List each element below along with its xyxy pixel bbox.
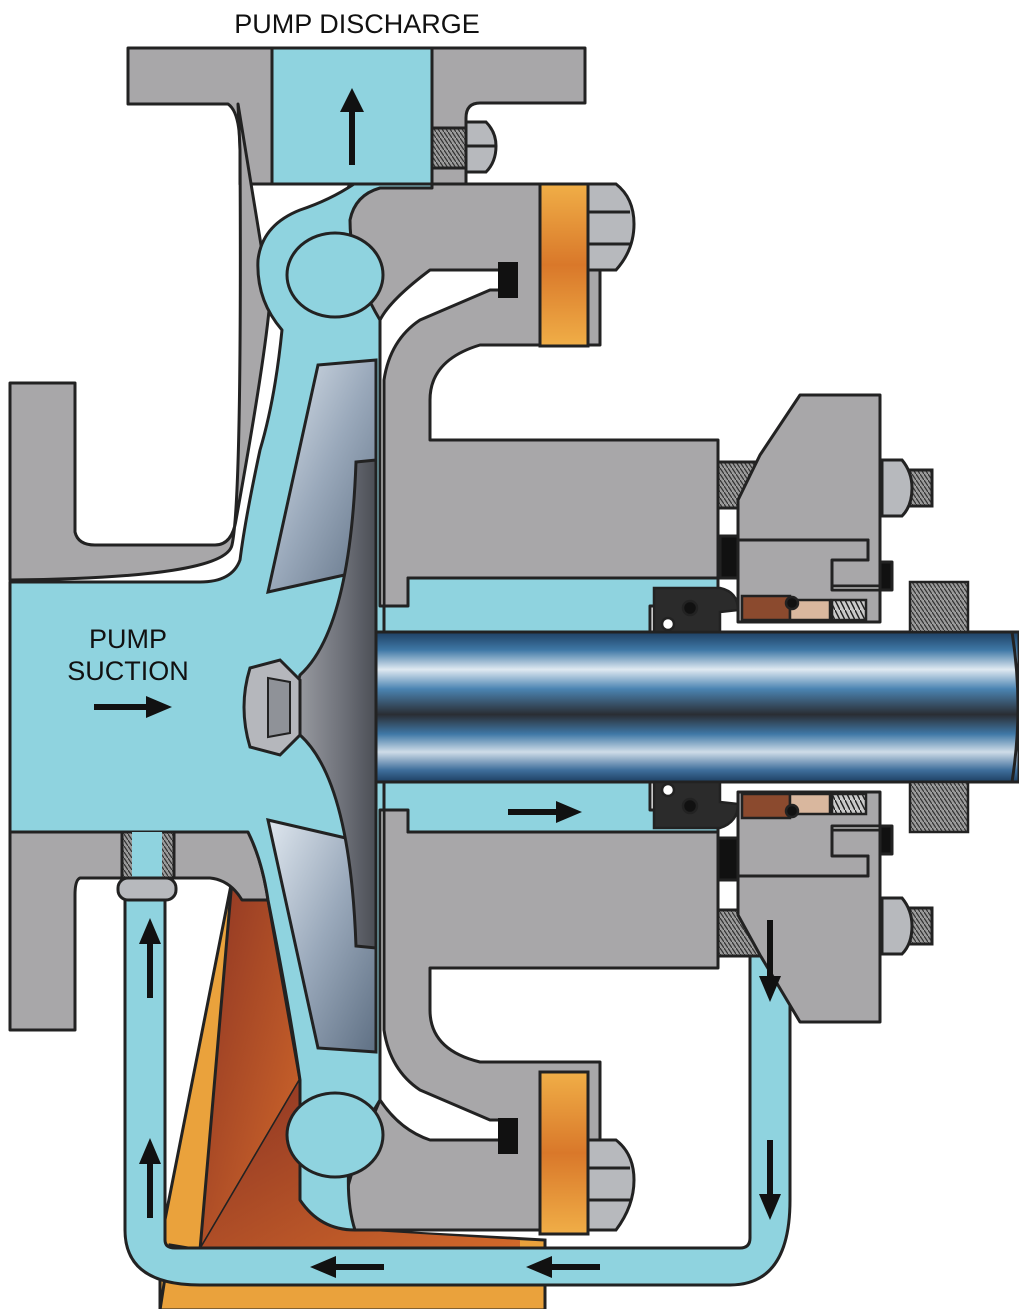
impeller [242, 358, 378, 1054]
casing-clamp-ring [498, 182, 590, 1236]
pump-suction-label-line1: PUMP [89, 624, 167, 654]
shaft [374, 630, 1019, 784]
pump-discharge-label: PUMP DISCHARGE [234, 9, 480, 39]
pump-suction-label-line2: SUCTION [67, 656, 189, 686]
arrow-icon [94, 88, 781, 1278]
mechanical-seal [652, 580, 970, 834]
